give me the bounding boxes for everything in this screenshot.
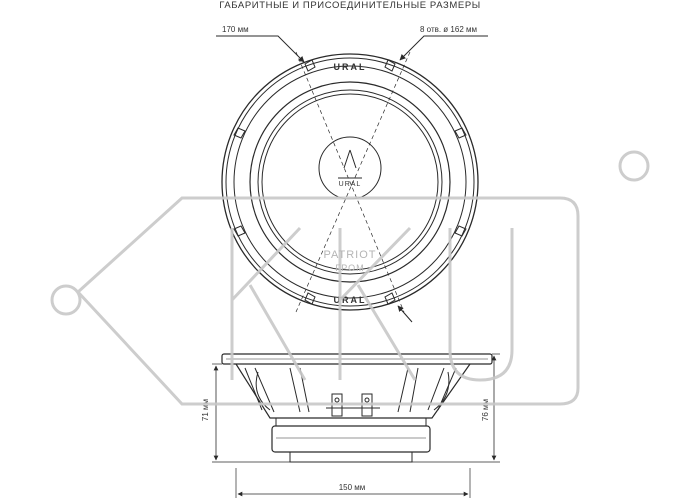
magnet-bottom-plate [289,451,413,463]
mounting-holes [233,59,467,305]
brand-line-1: PATRIOT [323,249,376,261]
rim-logo-bottom: URAL [334,295,367,305]
watermark-letter [230,226,307,381]
mount-hole [304,292,316,305]
holes-leader [399,35,488,61]
mount-hole [384,292,396,305]
mount-hole [384,59,396,72]
magnet-top-plate [275,417,427,427]
outer-frame-circle [221,53,479,311]
bottom-leader [397,305,413,323]
side-view [212,353,500,498]
watermark-letter [448,228,514,382]
holes-label: 8 отв. ø 162 мм [420,25,477,34]
basket-spoke [244,367,457,413]
dust-cap-logo: URAL [339,181,362,188]
center-line [295,51,405,313]
mount-hole [304,59,316,72]
terminal-screw [364,397,370,403]
height-b-label: 76 мм [481,399,490,421]
outer-size-leader [216,35,305,63]
center-line [295,51,411,313]
mount-hole [233,225,246,237]
terminal-screw [334,397,340,403]
rim-logo-top: URAL [334,62,367,72]
page-title: ГАБАРИТНЫЕ И ПРИСОЕДИНИТЕЛЬНЫЕ РАЗМЕРЫ [219,0,481,11]
mount-hole [454,225,467,237]
watermark-tag-hole [50,284,82,316]
watermark-letter [338,226,417,381]
top-view [216,35,488,323]
cone-edge-circle [261,93,439,271]
basket-window [255,371,271,411]
width-label: 150 мм [339,483,366,492]
watermark-ring [618,150,650,182]
brand-emblem-icon [338,149,362,179]
watermark-tag-shape [75,196,580,406]
surround-outer-circle [249,81,451,283]
magnet-body [271,425,431,453]
basket-window [433,371,450,411]
frame-inner-circle [225,57,475,307]
mount-hole [233,127,246,139]
watermark [50,150,650,406]
mount-ring-circle [233,65,467,299]
height-a-label: 71 мм [201,399,210,421]
outer-size-label: 170 мм [222,25,249,34]
surround-inner-circle [257,89,443,275]
brand-line-2: ГРОМ [335,263,364,273]
mount-hole [454,127,467,139]
